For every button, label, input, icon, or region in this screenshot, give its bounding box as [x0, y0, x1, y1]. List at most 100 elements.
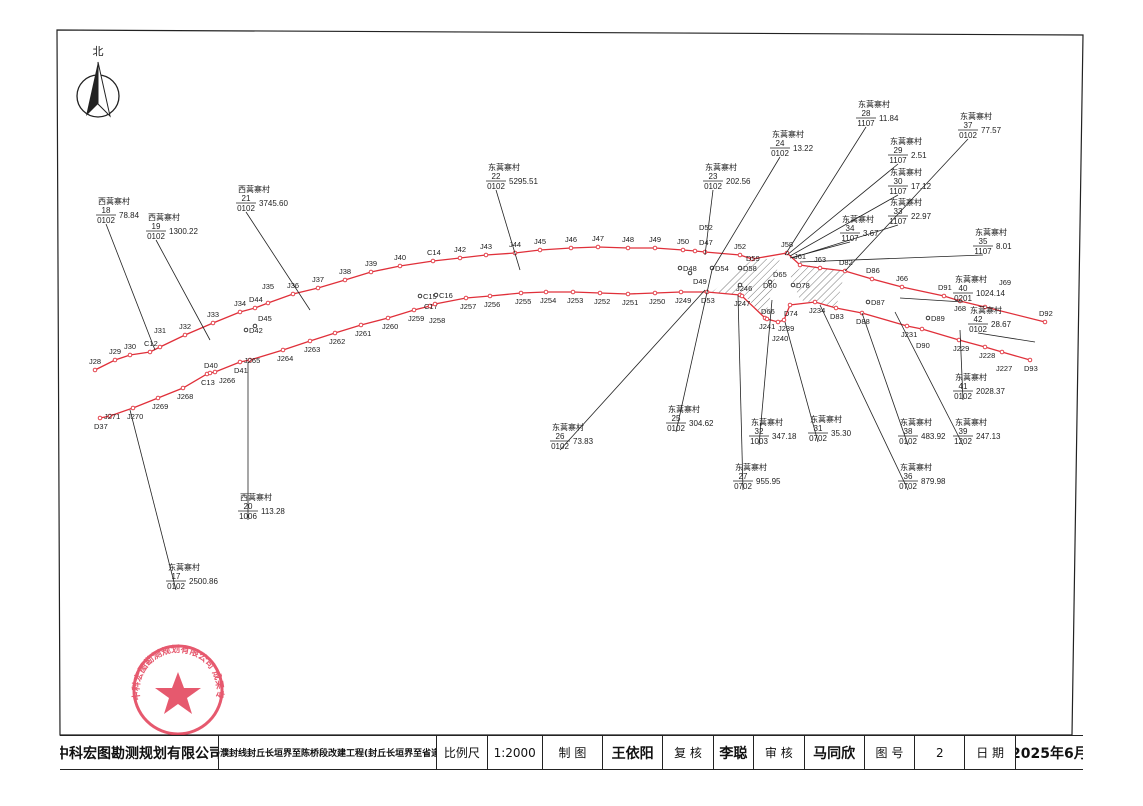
boundary-point-marker — [677, 265, 683, 271]
boundary-point-label: D65 — [773, 270, 787, 279]
land-class-code: 1107 — [889, 156, 907, 165]
upper_points-line — [94, 246, 1046, 371]
parcel-label: 东蒿寨村 28 1107 11.84 — [784, 99, 899, 256]
boundary-point-label: D41 — [234, 366, 248, 375]
village-name: 西蒿寨村 — [238, 184, 270, 194]
boundary-point-marker — [919, 326, 925, 332]
boundary-point-marker — [427, 303, 433, 309]
boundary-point-marker — [265, 300, 271, 306]
boundary-point-marker — [749, 256, 755, 262]
parcel-area: 11.84 — [879, 114, 899, 123]
leader-line — [704, 189, 714, 256]
boundary-point-marker — [397, 263, 403, 269]
check-label: 复 核 — [663, 736, 714, 769]
land-class-code: 0102 — [667, 424, 685, 433]
boundary-point-label: J251 — [622, 298, 638, 307]
boundary-point-marker — [385, 315, 391, 321]
boundary-point-marker — [537, 247, 543, 253]
land-class-code: 1107 — [841, 234, 859, 243]
boundary-point-label: J271 — [104, 412, 120, 421]
village-name: 东蒿寨村 — [890, 167, 922, 177]
boundary-point-marker — [812, 299, 818, 305]
parcel-area: 73.83 — [573, 437, 594, 446]
boundary-point-marker — [925, 315, 931, 321]
village-name: 东蒿寨村 — [890, 136, 922, 146]
boundary-point-label: J265 — [244, 356, 260, 365]
boundary-point-label: D54 — [715, 264, 729, 273]
boundary-point-marker — [97, 415, 103, 421]
parcel-area: 483.92 — [921, 432, 946, 441]
boundary-point-label: J61 — [794, 252, 806, 261]
leader-line — [819, 304, 909, 491]
leader-line — [105, 223, 156, 351]
boundary-point-label: J259 — [408, 314, 424, 323]
leader-line — [495, 189, 521, 271]
scale-value: 1:2000 — [488, 736, 543, 769]
village-name: 东蒿寨村 — [842, 214, 874, 224]
boundary-point-label: J261 — [355, 329, 371, 338]
parcel-number: 31 — [814, 424, 823, 433]
boundary-point-marker — [764, 316, 770, 322]
boundary-point-label: J39 — [365, 259, 377, 268]
parcel-area: 28.67 — [991, 320, 1012, 329]
boundary-point-marker — [570, 289, 576, 295]
boundary-point-label: J263 — [304, 345, 320, 354]
boundary-point-label: D93 — [1024, 364, 1038, 373]
checked-by: 李聪 — [714, 736, 755, 769]
boundary-point-label: J262 — [329, 337, 345, 346]
parcel-number: 28 — [862, 109, 871, 118]
boundary-point-marker — [687, 270, 693, 276]
boundary-point-label: J228 — [979, 351, 995, 360]
parcel-area: 5295.51 — [509, 177, 538, 186]
boundary-point-label: D52 — [699, 223, 713, 232]
boundary-point-marker — [597, 290, 603, 296]
boundary-point-label: J31 — [154, 326, 166, 335]
boundary-point-label: D92 — [1039, 309, 1053, 318]
village-name: 东蒿寨村 — [890, 197, 922, 207]
boundary-point-label: J268 — [177, 392, 193, 401]
boundary-point-marker — [147, 349, 153, 355]
boundary-point-marker — [797, 262, 803, 268]
boundary-point-label: D83 — [830, 312, 844, 321]
boundary-point-label: J33 — [207, 310, 219, 319]
leader-line — [789, 194, 899, 257]
boundary-point-marker — [739, 293, 745, 299]
boundary-point-label: J234 — [809, 306, 825, 315]
parcel-number: 27 — [739, 472, 748, 481]
land-class-code: 1202 — [954, 437, 972, 446]
boundary-point-marker — [332, 330, 338, 336]
drawn-label: 制 图 — [543, 736, 604, 769]
boundary-point-label: J47 — [592, 234, 604, 243]
parcel-number: 24 — [776, 139, 785, 148]
drawn-by: 王依阳 — [603, 736, 664, 769]
boundary-point-label: J66 — [896, 274, 908, 283]
boundary-point-label: J29 — [109, 347, 121, 356]
boundary-point-marker — [833, 305, 839, 311]
land-class-code: 1006 — [239, 512, 257, 521]
parcel-number: 33 — [894, 207, 903, 216]
leader-line — [894, 311, 964, 446]
boundary-point-marker — [92, 367, 98, 373]
boundary-point-marker — [182, 332, 188, 338]
parcel-number: 25 — [672, 414, 681, 423]
village-name: 西蒿寨村 — [240, 492, 272, 502]
boundary-point-marker — [899, 284, 905, 290]
boundary-point-label: J266 — [219, 376, 235, 385]
boundary-point-label: J249 — [675, 296, 691, 305]
boundary-point-label: J32 — [179, 322, 191, 331]
land-class-code: 0102 — [704, 182, 722, 191]
leader-line — [711, 156, 781, 271]
parcel-number: 22 — [492, 172, 501, 181]
boundary-point-marker — [1042, 319, 1048, 325]
leader-line — [784, 126, 867, 256]
village-name: 东蒿寨村 — [975, 227, 1007, 237]
parcel-area: 347.18 — [772, 432, 797, 441]
boundary-point-marker — [411, 307, 417, 313]
boundary-point-marker — [999, 349, 1005, 355]
